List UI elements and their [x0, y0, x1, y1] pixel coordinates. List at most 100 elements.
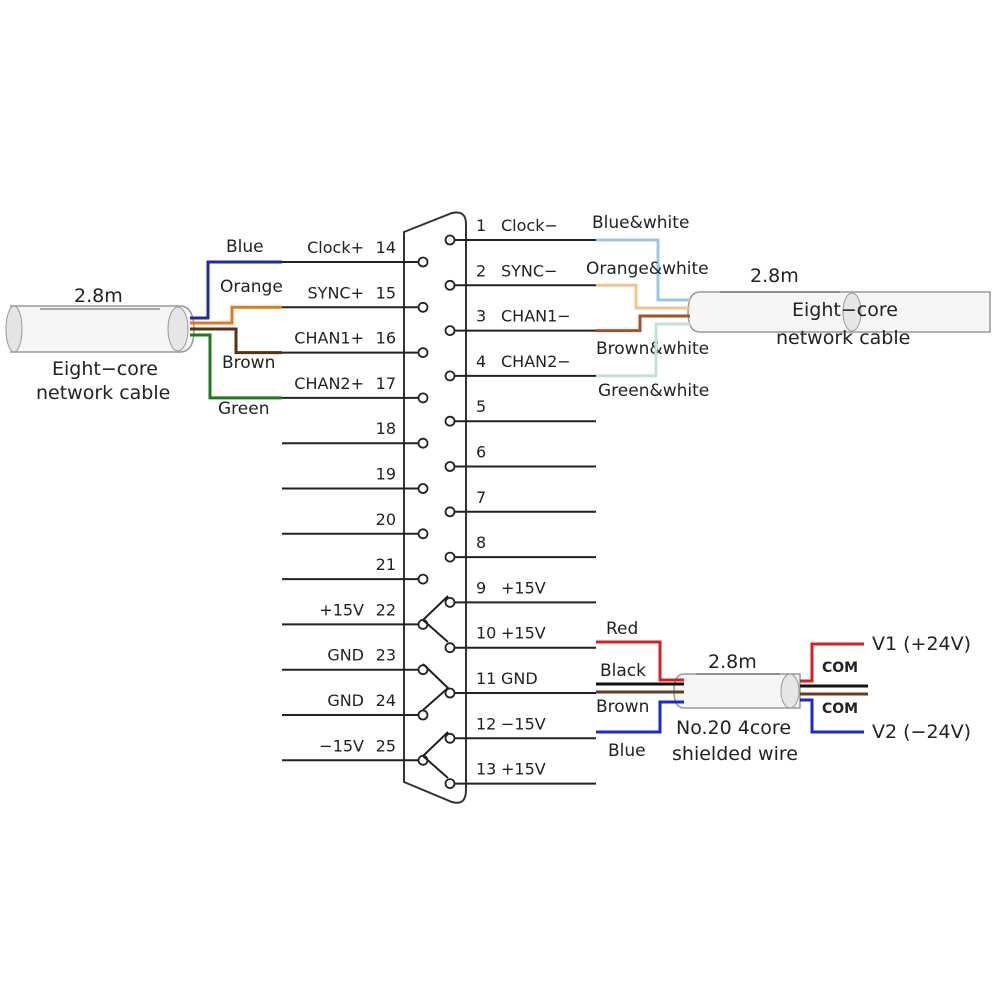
pin-5-number: 5 [476, 397, 486, 416]
power-shielded-cable: 2.8m No.20 4core shielded wire [672, 651, 801, 765]
pin-3-number: 3 [476, 307, 486, 326]
pin-17-number: 17 [376, 374, 396, 393]
pin-24-signal: GND [327, 691, 364, 710]
v1-label: V1 (+24V) [872, 633, 971, 655]
pin-24-number: 24 [376, 691, 396, 710]
power-wire-label-black: Black [600, 661, 646, 681]
right-cable-wires: Blue&whiteOrange&whiteBrown&whiteGreen&w… [586, 213, 709, 401]
power-wire-label-red: Red [606, 619, 638, 639]
right-cable-jacket [687, 291, 991, 333]
pin-19-contact [417, 483, 429, 494]
com1-label: COM [822, 660, 858, 676]
pin-2-number: 2 [476, 261, 486, 280]
pin-10-number: 10 [476, 624, 496, 643]
pin-9-signal: +15V [501, 578, 546, 597]
pin-13-number: 13 [476, 760, 496, 779]
pin-7-contact [444, 506, 456, 518]
left-wire-green [190, 333, 282, 400]
left-cable-length: 2.8m [74, 285, 123, 307]
pin-24-contact [417, 709, 429, 721]
db25-connector-shell [403, 211, 467, 804]
right-wire-orange-white [596, 283, 690, 310]
power-wire-label-blue: Blue [608, 741, 646, 761]
left-network-cable: 2.8m Eight−core network cable [5, 285, 195, 404]
left-wire-label-blue: Blue [226, 237, 264, 257]
pin-7-number: 7 [476, 488, 486, 507]
pin-1-number: 1 [476, 216, 486, 235]
pin-16-contact [417, 347, 429, 359]
right-wire-label-blue-white: Blue&white [592, 213, 689, 233]
pin-1-contact [444, 234, 456, 246]
v2-wire [800, 698, 864, 734]
right-cable-name-line2: network cable [776, 327, 910, 349]
right-wire-green-white [596, 322, 690, 378]
right-wire-label-orange-white: Orange&white [586, 259, 709, 279]
v1-wire [800, 642, 864, 683]
pin-16-signal: CHAN1+ [294, 329, 364, 348]
left-wire-blue [190, 260, 282, 320]
pin-21-contact [417, 573, 429, 585]
pin-3-contact [444, 325, 456, 337]
pin-8-number: 8 [476, 533, 486, 552]
left-cable-name-line2: network cable [36, 382, 170, 404]
pin-13-contact [444, 778, 456, 789]
pin-16-number: 16 [376, 329, 396, 348]
left-wire-orange [190, 305, 282, 325]
right-cable-name-line1: Eight−core [792, 299, 898, 321]
pin-15-contact [417, 301, 429, 313]
right-network-cable: 2.8m Eight−core network cable [687, 265, 991, 349]
pin-4-signal: CHAN2− [501, 352, 571, 371]
pin-4-number: 4 [476, 352, 486, 371]
pin-17-contact [417, 392, 429, 404]
pin-12-number: 12 [476, 714, 496, 733]
right-cable-length: 2.8m [750, 265, 799, 287]
pin-8-contact [444, 551, 456, 563]
pin-18-contact [417, 437, 429, 449]
left-cable-name-line1: Eight−core [52, 358, 158, 380]
pin-1-signal: Clock− [501, 216, 558, 235]
right-wire-blue-white [596, 238, 690, 302]
pin-3-signal: CHAN1− [501, 307, 571, 326]
pin-22-signal: +15V [319, 600, 364, 619]
pin-22-number: 22 [376, 600, 396, 619]
pin-18-number: 18 [376, 419, 396, 438]
pin-20-number: 20 [376, 510, 396, 529]
power-cable-end [780, 673, 800, 709]
pin-12-signal: −15V [501, 714, 546, 733]
pin-2-signal: SYNC− [501, 261, 557, 280]
power-wire-label-brown: Brown [596, 697, 649, 717]
pin-10-contact [444, 642, 456, 654]
left-cable-jacket [10, 305, 195, 353]
power-cable-name-line1: No.20 4core [676, 717, 791, 739]
jumper-23-24-11 [422, 663, 450, 711]
pin-23-number: 23 [376, 646, 396, 665]
pin-jumpers [422, 595, 450, 779]
pin-19-number: 19 [376, 465, 396, 484]
pin-12-contact [444, 732, 456, 744]
pin-5-contact [444, 415, 456, 427]
left-wire-label-orange: Orange [220, 277, 283, 297]
right-cable-end [842, 292, 862, 332]
power-cable-length: 2.8m [708, 651, 757, 673]
left-pin-row: 14Clock+15SYNC+16CHAN1+17CHAN2+181920212… [282, 238, 429, 766]
v2-label: V2 (−24V) [872, 721, 971, 743]
pin-17-signal: CHAN2+ [294, 374, 364, 393]
pin-15-signal: SYNC+ [308, 283, 364, 302]
pin-21-number: 21 [376, 555, 396, 574]
pin-14-number: 14 [376, 238, 396, 257]
pin-13-signal: +15V [501, 760, 546, 779]
power-wire-red [596, 640, 684, 682]
right-wire-label-green-white: Green&white [598, 381, 709, 401]
com2-label: COM [822, 701, 858, 717]
pin-10-signal: +15V [501, 624, 546, 643]
pin-15-number: 15 [376, 283, 396, 302]
left-cable-end-left [5, 305, 23, 353]
pin-6-contact [444, 461, 456, 472]
pin-9-number: 9 [476, 578, 486, 597]
pin-11-number: 11 [476, 669, 496, 688]
power-outputs: V1 (+24V) COM COM V2 (−24V) [800, 633, 971, 743]
